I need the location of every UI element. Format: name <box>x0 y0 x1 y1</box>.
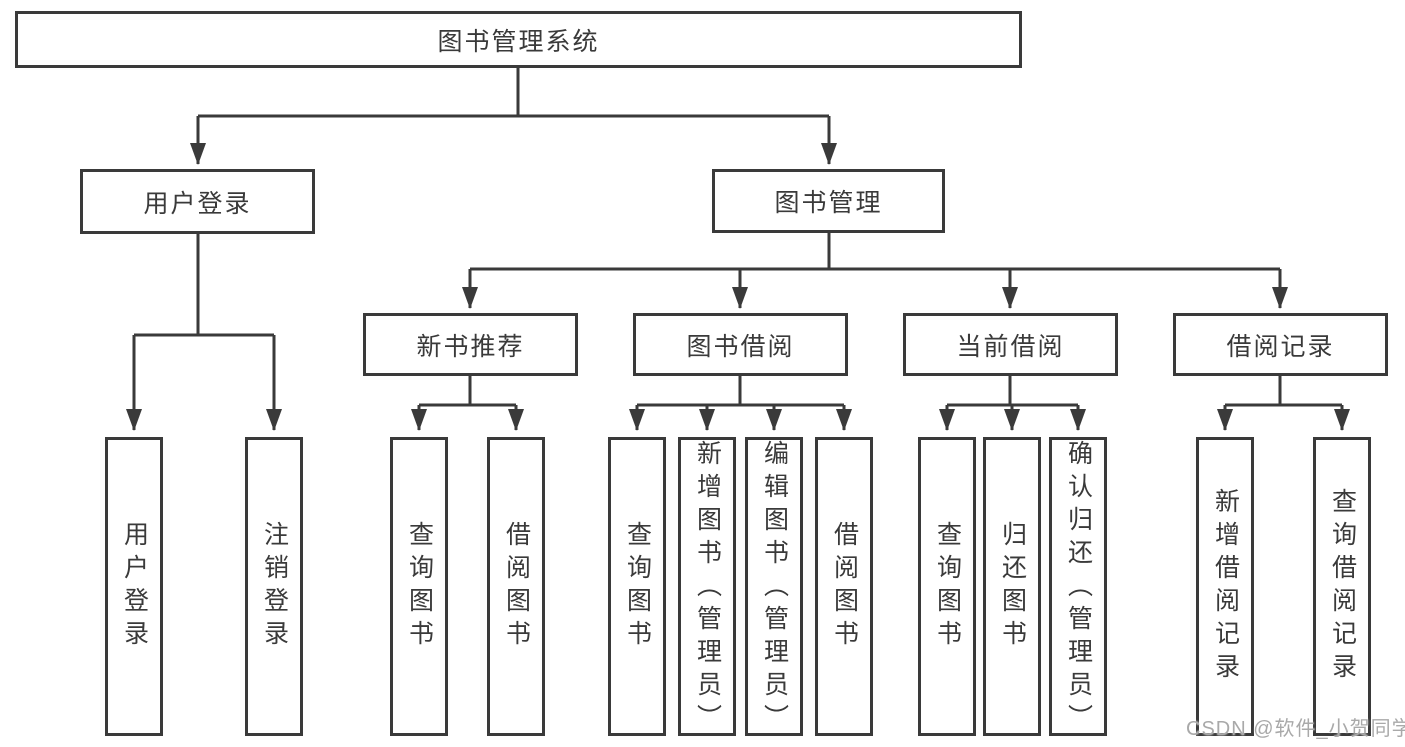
node-user-login-label: 用户登录 <box>143 189 252 218</box>
leaf-edit-book-admin: 编辑图书（管理员） <box>745 437 803 737</box>
node-root: 图书管理系统 <box>15 11 1022 68</box>
leaf-confirm-return-admin: 确认归还（管理员） <box>1049 437 1107 737</box>
node-book-borrow-label: 图书借阅 <box>686 332 795 361</box>
node-new-book-recommend: 新书推荐 <box>363 313 578 376</box>
node-current-borrow: 当前借阅 <box>903 313 1118 376</box>
leaf-add-borrow-record: 新增借阅记录 <box>1196 437 1254 736</box>
node-borrow-records-label: 借阅记录 <box>1226 332 1335 361</box>
leaf-query-books-2: 查询图书 <box>608 437 666 736</box>
leaf-add-book-admin: 新增图书（管理员） <box>678 437 736 737</box>
leaf-logout-label: 注销登录 <box>260 520 289 653</box>
leaf-query-borrow-record: 查询借阅记录 <box>1313 437 1371 736</box>
leaf-query-books-3-label: 查询图书 <box>933 520 962 653</box>
leaf-query-borrow-record-label: 查询借阅记录 <box>1328 487 1357 686</box>
leaf-return-book-label: 归还图书 <box>998 520 1027 653</box>
leaf-borrow-books-1-label: 借阅图书 <box>502 520 531 653</box>
node-book-management: 图书管理 <box>712 169 945 233</box>
leaf-user-login: 用户登录 <box>105 437 163 736</box>
leaf-borrow-books-2-label: 借阅图书 <box>830 520 859 653</box>
leaf-borrow-books-2: 借阅图书 <box>815 437 873 736</box>
leaf-query-books-3: 查询图书 <box>918 437 976 736</box>
leaf-add-borrow-record-label: 新增借阅记录 <box>1211 487 1240 686</box>
leaf-logout: 注销登录 <box>245 437 303 736</box>
leaf-confirm-return-admin-label: 确认归还（管理员） <box>1064 440 1093 737</box>
node-user-login: 用户登录 <box>80 169 315 234</box>
node-book-borrow: 图书借阅 <box>633 313 848 376</box>
node-current-borrow-label: 当前借阅 <box>956 332 1065 361</box>
leaf-borrow-books-1: 借阅图书 <box>487 437 545 736</box>
node-borrow-records: 借阅记录 <box>1173 313 1388 376</box>
leaf-return-book: 归还图书 <box>983 437 1041 736</box>
node-book-management-label: 图书管理 <box>774 189 883 217</box>
node-root-label: 图书管理系统 <box>437 27 600 56</box>
leaf-add-book-admin-label: 新增图书（管理员） <box>693 440 722 737</box>
leaf-user-login-label: 用户登录 <box>120 520 149 653</box>
csdn-watermark: CSDN @软件_小贺同学 <box>1186 718 1405 740</box>
node-new-book-recommend-label: 新书推荐 <box>416 332 525 361</box>
leaf-query-books-2-label: 查询图书 <box>623 520 652 653</box>
leaf-query-books-1-label: 查询图书 <box>405 520 434 653</box>
leaf-edit-book-admin-label: 编辑图书（管理员） <box>760 440 789 737</box>
leaf-query-books-1: 查询图书 <box>390 437 448 736</box>
